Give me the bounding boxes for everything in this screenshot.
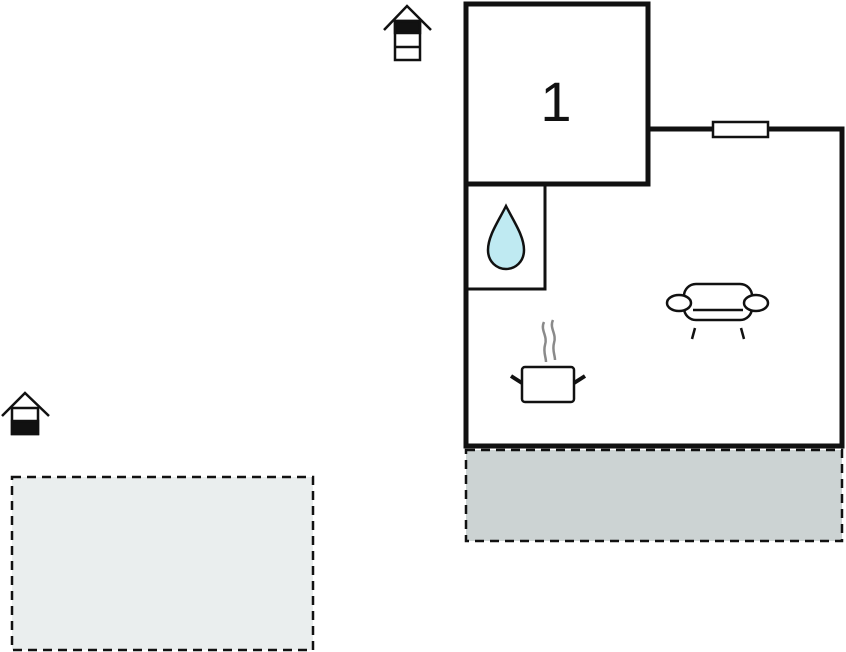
house-upper-floor-icon [383, 4, 432, 62]
main-room-walls [463, 126, 845, 449]
house-ground-floor-icon [1, 391, 50, 436]
terrace [464, 448, 844, 543]
bathroom-walls [464, 182, 547, 291]
sofa-icon [665, 282, 770, 340]
bedroom-1-walls [463, 1, 651, 187]
window-icon [711, 120, 770, 139]
outdoor-area [10, 475, 315, 652]
water-drop-icon [486, 203, 526, 271]
cooking-pot-icon [509, 319, 587, 404]
room-number-label: 1 [540, 70, 571, 133]
